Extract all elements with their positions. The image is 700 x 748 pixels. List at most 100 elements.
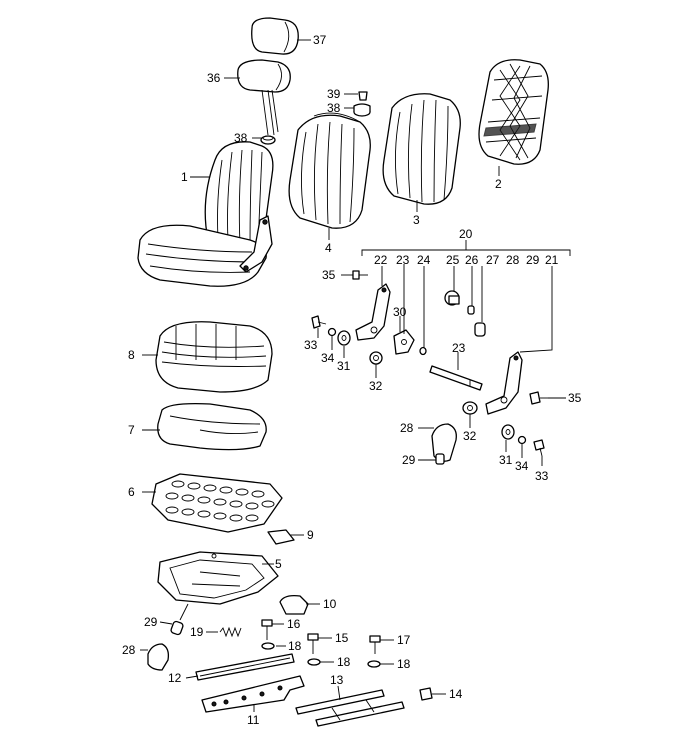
callout-14: 14 [449, 687, 463, 701]
callout-23-rod: 23 [452, 341, 466, 355]
part-washer-31-right [501, 424, 515, 440]
callout-32-right: 32 [463, 429, 477, 443]
callout-26: 26 [465, 253, 479, 267]
callout-5: 5 [275, 557, 282, 571]
leader-lines [140, 39, 566, 712]
callout-36: 36 [207, 71, 221, 85]
part-knob-28-left [147, 643, 170, 671]
callout-18-a: 18 [288, 639, 302, 653]
callout-19: 19 [190, 625, 204, 639]
callout-15: 15 [335, 631, 349, 645]
callout-35-right: 35 [568, 391, 582, 405]
callout-28-right: 28 [400, 421, 414, 435]
part-seat-rail-11 [201, 675, 305, 713]
callout-27: 27 [486, 253, 500, 267]
callout-2: 2 [495, 177, 502, 191]
part-seat-cushion-cover [155, 321, 273, 393]
callout-4: 4 [325, 241, 332, 255]
callout-29-left: 29 [144, 615, 158, 629]
part-nut-34-right [517, 435, 527, 445]
part-bolt-16 [261, 619, 273, 640]
callout-35-left: 35 [322, 268, 336, 282]
callout-39: 39 [327, 87, 341, 101]
part-spring-core [151, 473, 283, 533]
part-bolt-17 [369, 635, 381, 654]
callout-9: 9 [307, 528, 314, 542]
callout-16: 16 [287, 617, 301, 631]
part-spacer-32-right [462, 401, 478, 415]
callout-38-right: 38 [327, 101, 341, 115]
callout-29-top: 29 [526, 253, 540, 267]
callout-25: 25 [446, 253, 460, 267]
callout-33-right: 33 [535, 469, 549, 483]
part-washer-18b [307, 658, 321, 666]
callout-29-right: 29 [402, 453, 416, 467]
callout-28-top: 28 [506, 253, 520, 267]
bracket-group-20 [361, 240, 571, 256]
callout-1: 1 [181, 170, 188, 184]
callout-20: 20 [459, 227, 473, 241]
part-bolt-33-right [533, 439, 545, 457]
callout-11: 11 [247, 713, 260, 727]
callout-33-left: 33 [304, 338, 318, 352]
callout-31-left: 31 [337, 359, 351, 373]
part-hinge-lever-21 [485, 351, 523, 415]
part-seat-padding [157, 402, 267, 451]
part-bolt-right [529, 391, 548, 405]
part-backrest-padding [382, 93, 461, 205]
callout-18-c: 18 [397, 657, 411, 671]
callout-7: 7 [128, 423, 135, 437]
part-rail-frame-13 [295, 689, 405, 727]
callout-18-b: 18 [337, 655, 351, 669]
part-cylinder-29-right [435, 453, 445, 465]
callout-8: 8 [128, 348, 135, 362]
part-grommet-left [260, 135, 276, 145]
callout-22: 22 [374, 253, 388, 267]
part-plug [358, 91, 368, 101]
part-nut-34-left [327, 327, 337, 337]
part-rod-23 [429, 365, 483, 391]
part-pad-9 [267, 529, 295, 545]
part-spacer-32-left [369, 351, 383, 365]
part-complete-seat [137, 141, 274, 287]
callout-31-right: 31 [499, 453, 513, 467]
part-bolt-left [352, 270, 368, 280]
part-block-10 [279, 594, 309, 615]
callout-34-right: 34 [515, 459, 529, 473]
part-headrest [237, 59, 291, 136]
part-knob-25 [444, 290, 460, 306]
part-backrest-frame [478, 59, 549, 165]
callout-6: 6 [128, 485, 135, 499]
part-washer-31-left [337, 330, 351, 346]
part-pin-26 [467, 305, 475, 315]
part-washer-18c [367, 660, 381, 668]
part-washer-18a [261, 642, 275, 650]
part-grommet-right [353, 103, 371, 117]
part-cylinder-29-left [170, 603, 189, 636]
part-hinge-lever [355, 283, 391, 341]
part-headrest-cushion [251, 17, 299, 55]
part-washer-24 [419, 346, 427, 356]
callout-13: 13 [330, 673, 344, 687]
part-bushing-27 [474, 322, 486, 337]
part-seat-rail-12 [195, 653, 295, 681]
callout-34-left: 34 [321, 351, 335, 365]
part-backrest-cover [288, 112, 371, 229]
callout-17: 17 [397, 633, 411, 647]
callout-32-left: 32 [369, 379, 383, 393]
callout-23-top: 23 [396, 253, 410, 267]
callout-12: 12 [168, 671, 182, 685]
callout-24: 24 [417, 253, 431, 267]
callout-38-left: 38 [234, 131, 248, 145]
part-bolt-33-left [311, 315, 327, 329]
callout-21: 21 [545, 253, 559, 267]
part-seat-pan [157, 551, 279, 605]
callout-37: 37 [313, 33, 327, 47]
part-spring-19 [219, 626, 242, 638]
callout-10: 10 [323, 597, 337, 611]
part-bolt-15 [307, 633, 319, 654]
callout-30: 30 [393, 305, 407, 319]
callout-3: 3 [413, 213, 420, 227]
